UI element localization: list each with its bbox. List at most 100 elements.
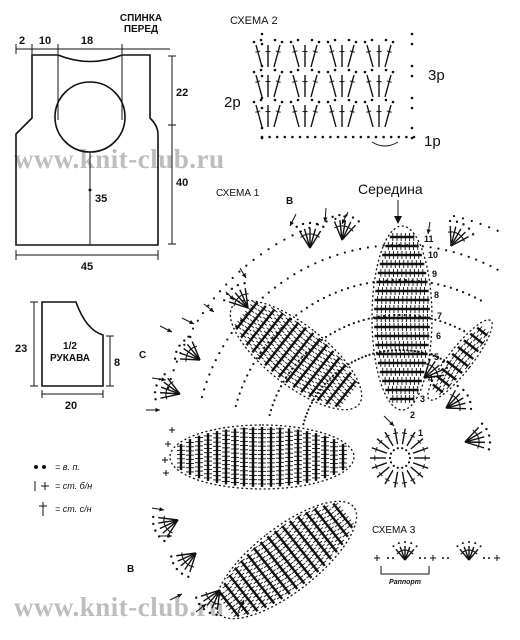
chain-stitch	[326, 379, 329, 383]
double-crochet	[294, 320, 302, 327]
chain-stitch	[384, 68, 388, 72]
double-crochet-bar	[378, 439, 383, 445]
chain-stitch	[389, 461, 393, 464]
double-crochet	[266, 356, 273, 363]
double-crochet	[258, 585, 266, 591]
double-crochet	[223, 598, 231, 604]
chain-stitch	[324, 335, 328, 339]
chain-stitch	[410, 126, 414, 130]
double-crochet	[259, 350, 267, 357]
double-crochet	[288, 520, 296, 527]
chain-stitch	[401, 466, 404, 469]
double-crochet	[244, 596, 252, 602]
double-crochet	[256, 552, 263, 559]
chain-stitch	[326, 70, 330, 74]
chain-stitch	[368, 353, 371, 356]
double-crochet	[336, 398, 344, 404]
chain-stitch	[389, 452, 393, 455]
double-crochet	[326, 540, 334, 547]
chain-stitch	[223, 299, 226, 302]
double-crochet	[315, 337, 323, 344]
chain-stitch	[310, 401, 313, 404]
double-crochet	[310, 104, 318, 128]
chain-stitch	[315, 222, 319, 226]
double-crochet	[347, 74, 355, 98]
double-crochet	[184, 552, 197, 570]
double-crochet	[306, 572, 314, 579]
double-crochet-bar	[422, 464, 426, 470]
double-crochet	[304, 365, 312, 372]
chain-stitch	[169, 377, 172, 381]
chain-stitch	[319, 388, 322, 391]
double-crochet	[366, 44, 374, 68]
chain-stitch	[447, 557, 449, 559]
double-crochet	[445, 407, 467, 410]
double-crochet-bar	[410, 434, 416, 438]
double-crochet	[320, 374, 328, 381]
double-crochet	[468, 548, 479, 561]
double-crochet	[290, 552, 298, 559]
chain-stitch	[207, 304, 210, 307]
scheme-2: СХЕМА 2 3р 2р 1р	[224, 15, 445, 150]
vest-dim-center: 35	[95, 193, 107, 205]
double-crochet	[269, 337, 277, 343]
double-crochet	[273, 545, 281, 551]
chain-stitch	[410, 106, 414, 110]
double-crochet	[158, 519, 179, 524]
double-crochet	[333, 221, 343, 241]
chain-stitch	[343, 251, 346, 254]
double-crochet	[292, 540, 300, 546]
chain-stitch	[252, 100, 256, 104]
double-crochet	[310, 44, 318, 68]
row-number-2: 2	[410, 410, 415, 420]
chain-stitch	[310, 98, 314, 102]
double-crochet	[248, 571, 256, 578]
double-crochet-bar	[437, 373, 439, 379]
chain-stitch	[384, 98, 388, 102]
double-crochet	[303, 338, 310, 345]
chain-stitch	[304, 415, 307, 418]
double-crochet	[284, 377, 292, 383]
double-crochet	[292, 367, 300, 373]
chain-stitch	[456, 545, 459, 548]
double-crochet-bar	[410, 478, 416, 482]
double-crochet	[234, 569, 242, 575]
double-crochet	[311, 550, 319, 557]
double-crochet	[307, 377, 315, 383]
chain-stitch	[317, 70, 321, 74]
chain-stitch	[359, 135, 363, 139]
chain-stitch	[333, 68, 337, 72]
double-crochet	[326, 382, 334, 388]
double-crochet	[225, 601, 233, 608]
double-crochet	[479, 339, 486, 347]
chain-stitch	[180, 572, 184, 575]
chain-stitch	[408, 456, 412, 460]
double-crochet	[231, 296, 249, 309]
scheme1-chain-dots	[167, 215, 499, 426]
double-crochet	[167, 377, 181, 395]
double-crochet	[307, 391, 315, 398]
double-crochet	[270, 542, 278, 548]
double-crochet	[334, 521, 342, 528]
chain-stitch	[198, 602, 201, 606]
double-crochet	[266, 565, 274, 572]
double-crochet	[299, 357, 307, 364]
chain-stitch	[367, 317, 370, 320]
chain-stitch	[260, 96, 264, 100]
sleeve-dim-length: 23	[15, 343, 27, 355]
double-crochet	[233, 611, 241, 617]
double-crochet	[229, 576, 236, 582]
double-crochet	[279, 368, 287, 375]
chain-stitch	[370, 38, 374, 42]
legend-chain: = в. п.	[55, 462, 80, 472]
double-crochet	[249, 602, 257, 609]
double-crochet	[371, 447, 388, 454]
double-crochet	[186, 344, 201, 361]
chain-stitch	[334, 217, 337, 220]
double-crochet	[288, 549, 295, 556]
chain-stitch	[320, 338, 323, 342]
chain-stitch	[273, 286, 277, 289]
double-crochet	[289, 370, 297, 377]
chain-stitch	[402, 348, 405, 352]
